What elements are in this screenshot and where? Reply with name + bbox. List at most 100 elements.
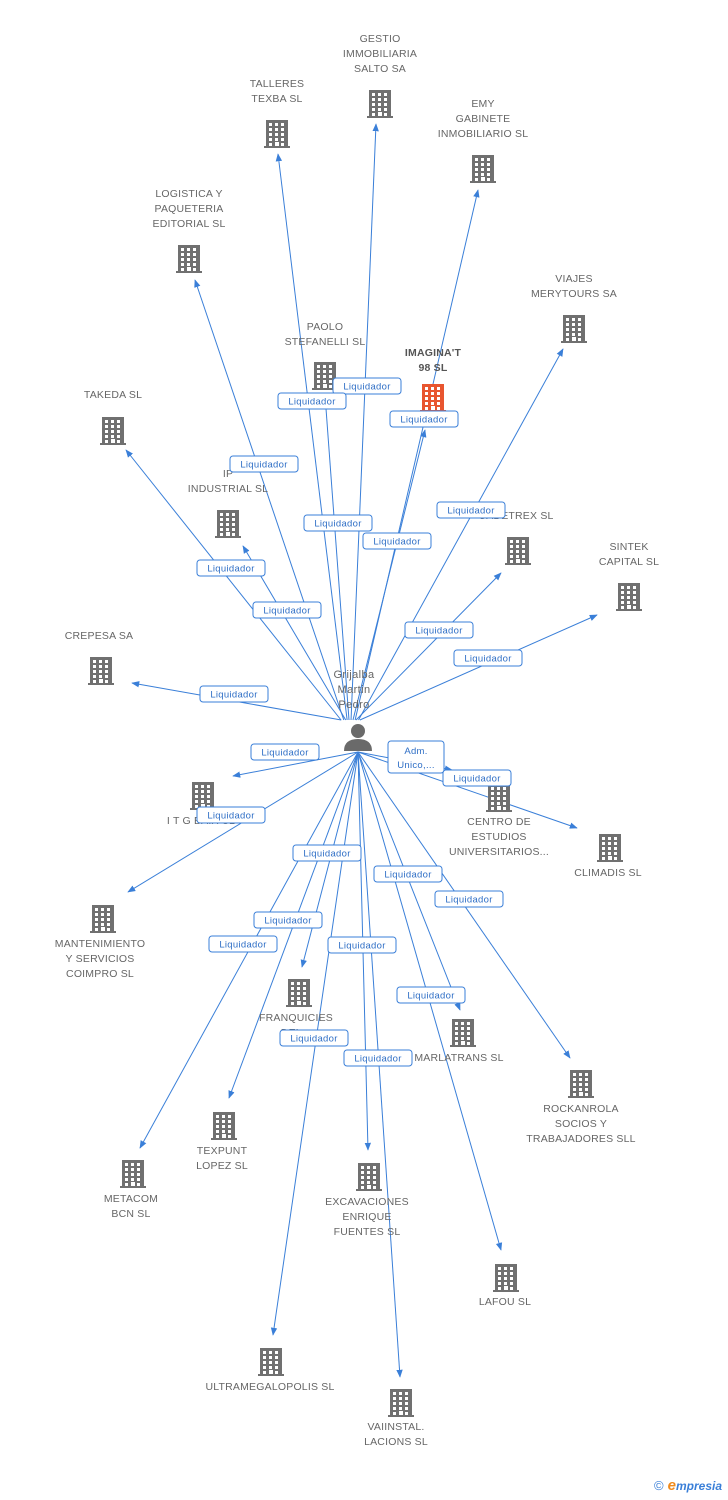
person-label[interactable]: Pedro bbox=[338, 699, 369, 711]
company-label[interactable]: TEXBA SL bbox=[251, 93, 302, 105]
company-label[interactable]: FUENTES SL bbox=[334, 1226, 401, 1238]
building-icon[interactable] bbox=[100, 417, 126, 445]
company-node-marlatrans[interactable]: MARLATRANS SL bbox=[414, 1019, 503, 1064]
company-label[interactable]: CLIMADIS SL bbox=[574, 867, 642, 879]
company-node-excavaciones[interactable]: EXCAVACIONES ENRIQUE FUENTES SL bbox=[325, 1163, 409, 1238]
person-label[interactable]: Grijalba bbox=[333, 669, 375, 681]
company-node-paolo[interactable]: PAOLO STEFANELLI SL bbox=[285, 321, 366, 390]
building-icon[interactable] bbox=[486, 784, 512, 812]
company-label[interactable]: TEXPUNT bbox=[197, 1145, 248, 1157]
company-label[interactable]: TRABAJADORES SLL bbox=[526, 1133, 635, 1145]
edge-label-badge: Liquidador bbox=[277, 392, 347, 410]
company-label[interactable]: BCN SL bbox=[111, 1208, 150, 1220]
company-label[interactable]: ROCKANROLA bbox=[543, 1103, 619, 1115]
empresia-logo[interactable]: empresia bbox=[668, 1477, 722, 1494]
company-label[interactable]: IP bbox=[223, 468, 233, 480]
company-label[interactable]: IMMOBILIARIA bbox=[343, 48, 417, 60]
building-icon[interactable] bbox=[561, 315, 587, 343]
company-label[interactable]: SOCIOS Y bbox=[555, 1118, 607, 1130]
company-node-gestio[interactable]: GESTIO IMMOBILIARIA SALTO SA bbox=[343, 33, 417, 118]
building-icon[interactable] bbox=[90, 905, 116, 933]
company-label[interactable]: ESTUDIOS bbox=[471, 831, 526, 843]
company-label[interactable]: PAOLO bbox=[307, 321, 343, 333]
company-node-imagina[interactable]: IMAGINA'T 98 SL bbox=[405, 347, 462, 412]
company-label[interactable]: MERYTOURS SA bbox=[531, 288, 617, 300]
building-icon[interactable] bbox=[450, 1019, 476, 1047]
company-label[interactable]: CAPITAL SL bbox=[599, 556, 659, 568]
company-node-talleres[interactable]: TALLERES TEXBA SL bbox=[250, 78, 305, 148]
company-node-viajes[interactable]: VIAJES MERYTOURS SA bbox=[531, 273, 617, 343]
building-icon[interactable] bbox=[176, 245, 202, 273]
building-icon[interactable] bbox=[616, 583, 642, 611]
company-label[interactable]: INMOBILIARIO SL bbox=[438, 128, 529, 140]
company-label[interactable]: LOGISTICA Y bbox=[155, 188, 222, 200]
company-label[interactable]: ENRIQUE bbox=[342, 1211, 391, 1223]
company-label[interactable]: UNIVERSITARIOS... bbox=[449, 846, 549, 858]
building-icon[interactable] bbox=[88, 657, 114, 685]
company-label[interactable]: TALLERES bbox=[250, 78, 305, 90]
company-label[interactable]: Y SERVICIOS bbox=[66, 953, 135, 965]
company-label[interactable]: GESTIO bbox=[360, 33, 401, 45]
building-icon[interactable] bbox=[356, 1163, 382, 1191]
company-label[interactable]: EXCAVACIONES bbox=[325, 1196, 409, 1208]
company-label[interactable]: CREPESA SA bbox=[65, 630, 134, 642]
company-node-crepesa[interactable]: CREPESA SA bbox=[65, 630, 134, 685]
company-label[interactable]: INDUSTRIAL SL bbox=[188, 483, 268, 495]
company-label[interactable]: EDITORIAL SL bbox=[152, 218, 225, 230]
building-icon[interactable] bbox=[120, 1160, 146, 1188]
company-label[interactable]: GABINETE bbox=[456, 113, 511, 125]
building-icon[interactable] bbox=[258, 1348, 284, 1376]
company-label[interactable]: MARLATRANS SL bbox=[414, 1052, 503, 1064]
company-label[interactable]: METACOM bbox=[104, 1193, 158, 1205]
company-label[interactable]: SALTO SA bbox=[354, 63, 406, 75]
building-icon[interactable] bbox=[505, 537, 531, 565]
focus-building-icon[interactable] bbox=[420, 384, 446, 412]
company-node-logistica[interactable]: LOGISTICA Y PAQUETERIA EDITORIAL SL bbox=[152, 188, 225, 273]
company-label[interactable]: LAFOU SL bbox=[479, 1296, 531, 1308]
company-node-ip[interactable]: IP INDUSTRIAL SL bbox=[188, 468, 268, 538]
company-node-mantenimiento[interactable]: MANTENIMIENTO Y SERVICIOS COIMPRO SL bbox=[55, 905, 146, 980]
company-node-centro[interactable]: CENTRO DE ESTUDIOS UNIVERSITARIOS... bbox=[449, 784, 549, 858]
company-label[interactable]: STEFANELLI SL bbox=[285, 336, 366, 348]
person-label[interactable]: Martin bbox=[338, 684, 371, 696]
company-label[interactable]: LACIONS SL bbox=[364, 1436, 428, 1448]
building-icon[interactable] bbox=[264, 120, 290, 148]
company-label[interactable]: EMY bbox=[471, 98, 494, 110]
company-label[interactable]: MANTENIMIENTO bbox=[55, 938, 146, 950]
company-node-ultramega[interactable]: ULTRAMEGALOPOLIS SL bbox=[205, 1348, 334, 1393]
company-node-climadis[interactable]: CLIMADIS SL bbox=[574, 834, 642, 879]
company-label[interactable]: PAQUETERIA bbox=[155, 203, 224, 215]
building-icon[interactable] bbox=[190, 782, 216, 810]
company-node-takeda[interactable]: TAKEDA SL bbox=[84, 389, 142, 445]
company-node-vaiinstal[interactable]: VAIINSTAL. LACIONS SL bbox=[364, 1389, 428, 1448]
company-label[interactable]: VAIINSTAL. bbox=[367, 1421, 424, 1433]
company-label[interactable]: 98 SL bbox=[418, 362, 447, 374]
company-label[interactable]: VIAJES bbox=[555, 273, 592, 285]
building-icon[interactable] bbox=[568, 1070, 594, 1098]
person-icon[interactable] bbox=[344, 724, 372, 751]
company-label[interactable]: COIMPRO SL bbox=[66, 968, 134, 980]
building-icon[interactable] bbox=[215, 510, 241, 538]
company-label[interactable]: LOPEZ SL bbox=[196, 1160, 248, 1172]
building-icon[interactable] bbox=[211, 1112, 237, 1140]
company-node-sintek[interactable]: SINTEK CAPITAL SL bbox=[599, 541, 659, 611]
building-icon[interactable] bbox=[312, 362, 338, 390]
company-node-metacom[interactable]: METACOM BCN SL bbox=[104, 1160, 158, 1220]
building-icon[interactable] bbox=[493, 1264, 519, 1292]
building-icon[interactable] bbox=[597, 834, 623, 862]
company-label[interactable]: CENTRO DE bbox=[467, 816, 531, 828]
company-node-rockanrola[interactable]: ROCKANROLA SOCIOS Y TRABAJADORES SLL bbox=[526, 1070, 636, 1145]
company-label[interactable]: TAKEDA SL bbox=[84, 389, 142, 401]
company-label[interactable]: SINTEK bbox=[609, 541, 648, 553]
building-icon[interactable] bbox=[470, 155, 496, 183]
company-label[interactable]: IMAGINA'T bbox=[405, 347, 462, 359]
building-icon[interactable] bbox=[388, 1389, 414, 1417]
building-icon[interactable] bbox=[286, 979, 312, 1007]
company-node-texpunt[interactable]: TEXPUNT LOPEZ SL bbox=[196, 1112, 248, 1172]
company-node-emy[interactable]: EMY GABINETE INMOBILIARIO SL bbox=[438, 98, 529, 183]
building-icon[interactable] bbox=[367, 90, 393, 118]
company-node-lafou[interactable]: LAFOU SL bbox=[479, 1264, 531, 1308]
company-label[interactable]: ULTRAMEGALOPOLIS SL bbox=[205, 1381, 334, 1393]
company-label[interactable]: FRANQUICIES bbox=[259, 1012, 333, 1024]
